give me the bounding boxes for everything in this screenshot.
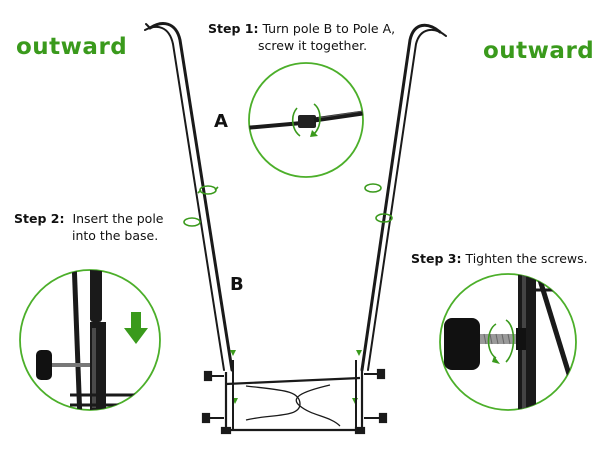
rotate-ring-right-upper bbox=[364, 183, 382, 193]
step-2-line2: into the base. bbox=[72, 228, 159, 243]
rotate-arrow-icon bbox=[487, 319, 515, 364]
step-1-text: Step 1: Turn pole B to Pole A, screw it … bbox=[208, 20, 395, 54]
rotate-arrow-icon bbox=[291, 103, 321, 137]
outward-label-left: outward bbox=[16, 34, 128, 60]
step-2-text: Step 2: Insert the pole into the base. bbox=[14, 210, 164, 244]
base-frame bbox=[201, 360, 388, 435]
step-1-number: Step 1: bbox=[208, 21, 259, 36]
rotate-ring-left-lower bbox=[183, 217, 201, 227]
down-arrow-icon bbox=[124, 312, 148, 344]
step-1-line2: screw it together. bbox=[258, 38, 368, 53]
callout-step2-insert-pole bbox=[19, 269, 161, 411]
pole-a-label: A bbox=[214, 111, 228, 132]
left-pole bbox=[144, 22, 234, 372]
step-1-line1: Turn pole B to Pole A, bbox=[262, 21, 396, 36]
outward-label-right: outward bbox=[483, 38, 595, 64]
rotate-ring-left-upper bbox=[197, 185, 219, 195]
step-3-number: Step 3: bbox=[411, 251, 462, 266]
right-pole bbox=[360, 23, 447, 372]
rotate-ring-right-lower bbox=[375, 213, 393, 223]
pole-b-label: B bbox=[230, 274, 244, 295]
step-2-line1: Insert the pole bbox=[72, 211, 164, 226]
step-2-number: Step 2: bbox=[14, 211, 65, 226]
step-3-text: Step 3: Tighten the screws. bbox=[411, 250, 588, 267]
callout-step3-tighten-screws bbox=[439, 273, 577, 411]
step-3-line1: Tighten the screws. bbox=[465, 251, 588, 266]
callout-step1-pole-joint bbox=[248, 62, 364, 178]
